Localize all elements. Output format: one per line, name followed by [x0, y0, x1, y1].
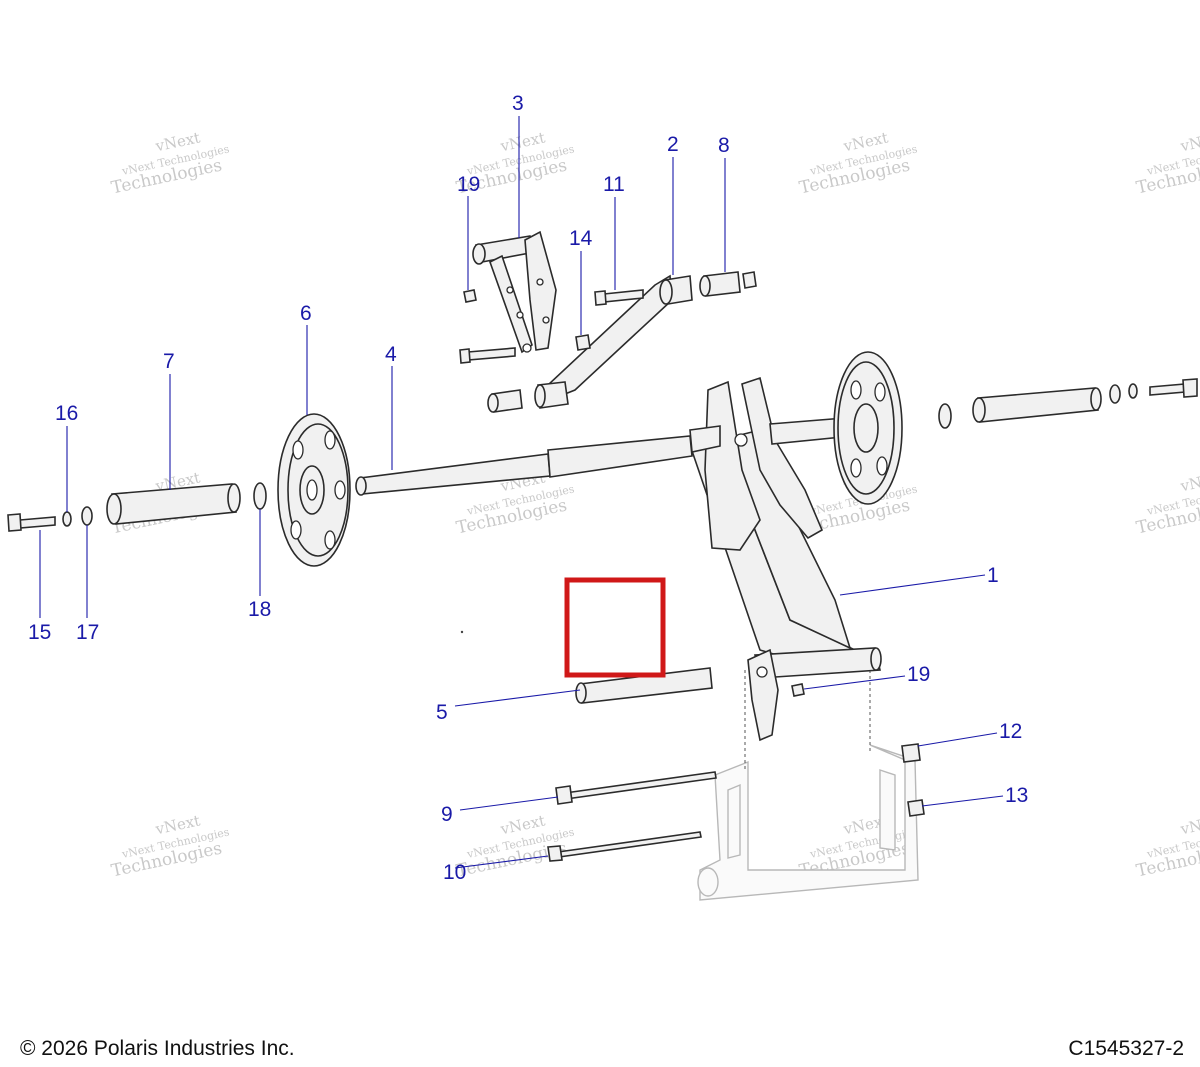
- callout-8: 8: [718, 134, 730, 157]
- watermark: vNext vNext Technologies Technologies: [110, 128, 231, 198]
- callout-10: 10: [443, 861, 466, 884]
- callout-16: 16: [55, 402, 78, 425]
- part-19-nut-lower: [791, 683, 805, 697]
- callout-2: 2: [667, 133, 679, 156]
- part-13-flange-nut: [907, 799, 925, 817]
- right-lock-washer: [1128, 383, 1138, 399]
- callout-labels: 1 2 3 4 5 6 7 8 9 10 11 12 13 14 15 16 1…: [28, 92, 1028, 884]
- callout-3: 3: [512, 92, 524, 115]
- watermark: vNext vNext Technologies Technologies: [1135, 128, 1200, 198]
- part-17-washer: [81, 506, 93, 526]
- copyright-notice: © 2026 Polaris Industries Inc.: [20, 1037, 295, 1060]
- part-9-long-bolt: [555, 771, 717, 805]
- highlight-box: [564, 577, 666, 678]
- part-18-o-ring: [253, 482, 267, 510]
- part-3-link-plates: [472, 230, 557, 354]
- watermark: vNext vNext Technologies Technologies: [1135, 468, 1200, 538]
- part-8-bushing: [699, 271, 757, 297]
- part-14-nut: [575, 334, 591, 351]
- part-1-swing-arm: [688, 376, 882, 742]
- watermark-line1: vNext: [1178, 468, 1200, 495]
- right-wheel: [833, 351, 903, 505]
- part-6-left-wheel: [277, 413, 351, 567]
- part-12-flange-nut: [901, 743, 921, 763]
- right-spacer-tube: [972, 387, 1102, 423]
- part-5-pivot-tube: [575, 667, 713, 704]
- part-2-arm: [534, 274, 693, 409]
- part-15-bolt: [7, 513, 56, 532]
- callout-17: 17: [76, 621, 99, 644]
- callout-18: 18: [248, 598, 271, 621]
- callout-12: 12: [999, 720, 1022, 743]
- watermark-line1: vNext: [1178, 128, 1200, 155]
- leader-lines: [39, 116, 1004, 869]
- right-o-ring: [938, 403, 952, 429]
- callout-15: 15: [28, 621, 51, 644]
- stray-dot: [460, 630, 464, 634]
- watermark: vNext vNext Technologies Technologies: [110, 811, 231, 881]
- link-bolt: [459, 347, 516, 364]
- callout-6: 6: [300, 302, 312, 325]
- lower-bushing: [487, 389, 523, 413]
- part-10-long-bolt: [547, 831, 702, 862]
- phantom-mount-bracket: [697, 744, 919, 901]
- part-19-nut-upper: [463, 289, 477, 303]
- watermark-group: vNext vNext Technologies Technologies vN…: [110, 128, 1200, 881]
- callout-19-lower: 19: [907, 663, 930, 686]
- watermark: vNext vNext Technologies Technologies: [1135, 811, 1200, 881]
- callout-1: 1: [987, 564, 999, 587]
- callout-5: 5: [436, 701, 448, 724]
- callout-11: 11: [603, 173, 625, 196]
- callout-13: 13: [1005, 784, 1028, 807]
- watermark-line1: vNext: [1178, 811, 1200, 838]
- callout-9: 9: [441, 803, 453, 826]
- callout-14: 14: [569, 227, 593, 250]
- callout-4: 4: [385, 343, 397, 366]
- watermark: vNext vNext Technologies Technologies: [798, 128, 919, 198]
- part-16-lock-washer: [62, 511, 72, 527]
- right-washer: [1109, 384, 1121, 404]
- callout-7: 7: [163, 350, 175, 373]
- callout-19-upper: 19: [457, 173, 480, 196]
- part-7-spacer-tube: [106, 483, 241, 525]
- part-11-bolt: [594, 289, 644, 306]
- watermark: vNext vNext Technologies Technologies: [455, 811, 576, 881]
- right-bolt: [1149, 378, 1198, 398]
- diagram-part-number: C1545327-2: [1068, 1037, 1184, 1060]
